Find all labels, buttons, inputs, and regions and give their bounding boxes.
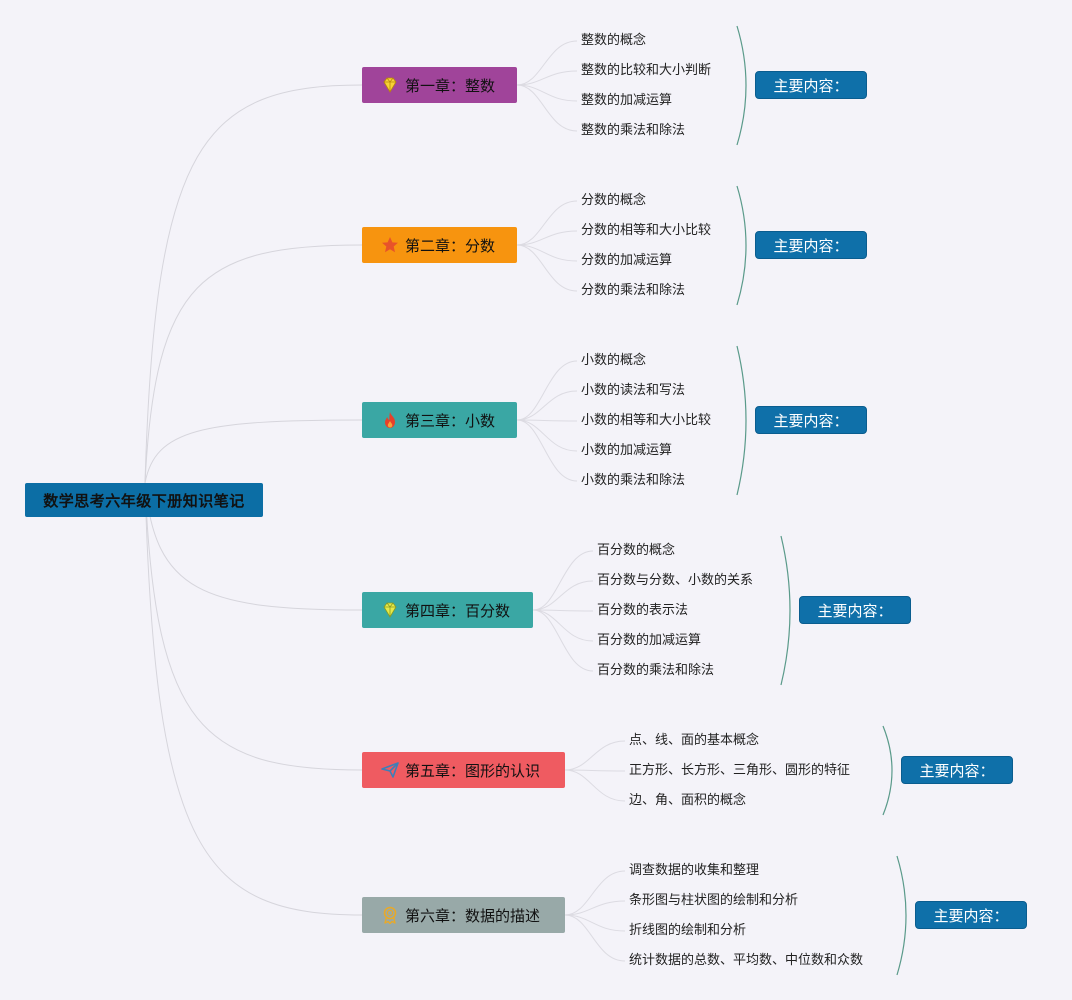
chapter-5-node[interactable]: 第五章：图形的认识	[362, 752, 565, 788]
root-to-chapter-4-line	[144, 482, 363, 611]
chapter-4-node[interactable]: 第四章：百分数	[362, 592, 533, 628]
chapter-3-topic-1[interactable]: 小数的概念	[579, 352, 649, 370]
chapter-3-topic-2[interactable]: 小数的读法和写法	[579, 382, 688, 400]
chapter-1-label: 第一章：整数	[405, 76, 496, 95]
chapter-3-topic-4-line	[516, 419, 578, 452]
chapter-6-topic-3-line	[564, 914, 626, 932]
chapter-3-topic-3[interactable]: 小数的相等和大小比较	[579, 412, 714, 430]
chapter-5-topic-2-line	[564, 769, 626, 772]
root-to-chapter-6-line	[144, 482, 363, 916]
chapter-4-bracket	[780, 535, 791, 686]
chapter-4-topic-2[interactable]: 百分数与分数、小数的关系	[595, 572, 756, 590]
chapter-1-topic-4-line	[516, 84, 578, 132]
chapter-5-summary[interactable]: 主要内容：	[901, 756, 1013, 784]
chapter-5-topic-3-line	[564, 769, 626, 802]
chapter-3-topic-1-line	[516, 360, 578, 421]
chapter-1-topic-1[interactable]: 整数的概念	[579, 32, 649, 50]
chapter-5-topic-1[interactable]: 点、线、面的基本概念	[627, 732, 762, 750]
award-icon	[380, 905, 400, 925]
chapter-6-topic-3[interactable]: 折线图的绘制和分析	[627, 922, 749, 940]
diamond-icon	[380, 75, 400, 95]
chapter-3-topic-4[interactable]: 小数的加减运算	[579, 442, 675, 460]
chapter-6-topic-2-line	[564, 900, 626, 916]
root-to-chapter-5-line	[144, 482, 363, 771]
chapter-3-node[interactable]: 第三章：小数	[362, 402, 517, 438]
root-node[interactable]: 数学思考六年级下册知识笔记	[25, 483, 263, 517]
root-to-chapter-2-line	[144, 244, 363, 484]
chapter-4-topic-3-line	[532, 609, 594, 612]
diamond-icon	[380, 600, 400, 620]
chapter-6-label: 第六章：数据的描述	[405, 906, 541, 925]
chapter-2-summary[interactable]: 主要内容：	[755, 231, 867, 259]
chapter-2-topic-3-line	[516, 244, 578, 262]
flame-icon	[380, 410, 400, 430]
chapter-4-label: 第四章：百分数	[405, 601, 511, 620]
chapter-6-topic-2[interactable]: 条形图与柱状图的绘制和分析	[627, 892, 801, 910]
chapter-4-topic-3[interactable]: 百分数的表示法	[595, 602, 691, 620]
chapter-6-topic-1[interactable]: 调查数据的收集和整理	[627, 862, 762, 880]
chapter-1-topic-2[interactable]: 整数的比较和大小判断	[579, 62, 714, 80]
chapter-2-topic-2-line	[516, 230, 578, 246]
chapter-4-topic-4[interactable]: 百分数的加减运算	[595, 632, 704, 650]
chapter-2-label: 第二章：分数	[405, 236, 496, 255]
chapter-2-topic-1[interactable]: 分数的概念	[579, 192, 649, 210]
chapter-4-topic-4-line	[532, 609, 594, 642]
chapter-2-topic-4-line	[516, 244, 578, 292]
chapter-3-topic-2-line	[516, 390, 578, 421]
chapter-1-bracket	[736, 25, 747, 146]
chapter-1-node[interactable]: 第一章：整数	[362, 67, 517, 103]
chapter-4-topic-2-line	[532, 580, 594, 611]
chapter-1-topic-3-line	[516, 84, 578, 102]
chapter-6-bracket	[896, 855, 907, 976]
chapter-2-topic-3[interactable]: 分数的加减运算	[579, 252, 675, 270]
chapter-6-summary[interactable]: 主要内容：	[915, 901, 1027, 929]
chapter-3-bracket	[736, 345, 747, 496]
chapter-2-bracket	[736, 185, 747, 306]
chapter-2-node[interactable]: 第二章：分数	[362, 227, 517, 263]
chapter-2-topic-2[interactable]: 分数的相等和大小比较	[579, 222, 714, 240]
star-icon	[380, 235, 400, 255]
root-to-chapter-1-line	[144, 84, 363, 484]
root-to-chapter-3-line	[144, 419, 363, 484]
chapter-5-topic-3[interactable]: 边、角、面积的概念	[627, 792, 749, 810]
chapter-2-topic-4[interactable]: 分数的乘法和除法	[579, 282, 688, 300]
chapter-6-node[interactable]: 第六章：数据的描述	[362, 897, 565, 933]
chapter-6-topic-1-line	[564, 870, 626, 916]
chapter-3-topic-3-line	[516, 419, 578, 422]
chapter-4-topic-5-line	[532, 609, 594, 672]
chapter-6-topic-4[interactable]: 统计数据的总数、平均数、中位数和众数	[627, 952, 866, 970]
chapter-5-bracket	[882, 725, 893, 816]
chapter-3-topic-5-line	[516, 419, 578, 482]
chapter-6-topic-4-line	[564, 914, 626, 962]
chapter-1-topic-3[interactable]: 整数的加减运算	[579, 92, 675, 110]
chapter-1-topic-1-line	[516, 40, 578, 86]
chapter-2-topic-1-line	[516, 200, 578, 246]
chapter-4-topic-1-line	[532, 550, 594, 611]
root-label: 数学思考六年级下册知识笔记	[43, 491, 245, 510]
chapter-4-topic-5[interactable]: 百分数的乘法和除法	[595, 662, 717, 680]
chapter-3-topic-5[interactable]: 小数的乘法和除法	[579, 472, 688, 490]
chapter-3-label: 第三章：小数	[405, 411, 496, 430]
chapter-5-topic-2[interactable]: 正方形、长方形、三角形、圆形的特征	[627, 762, 853, 780]
chapter-4-summary[interactable]: 主要内容：	[799, 596, 911, 624]
paper-plane-icon	[380, 760, 400, 780]
chapter-5-topic-1-line	[564, 740, 626, 771]
chapter-1-topic-2-line	[516, 70, 578, 86]
chapter-1-topic-4[interactable]: 整数的乘法和除法	[579, 122, 688, 140]
chapter-4-topic-1[interactable]: 百分数的概念	[595, 542, 678, 560]
chapter-3-summary[interactable]: 主要内容：	[755, 406, 867, 434]
chapter-5-label: 第五章：图形的认识	[405, 761, 541, 780]
chapter-1-summary[interactable]: 主要内容：	[755, 71, 867, 99]
